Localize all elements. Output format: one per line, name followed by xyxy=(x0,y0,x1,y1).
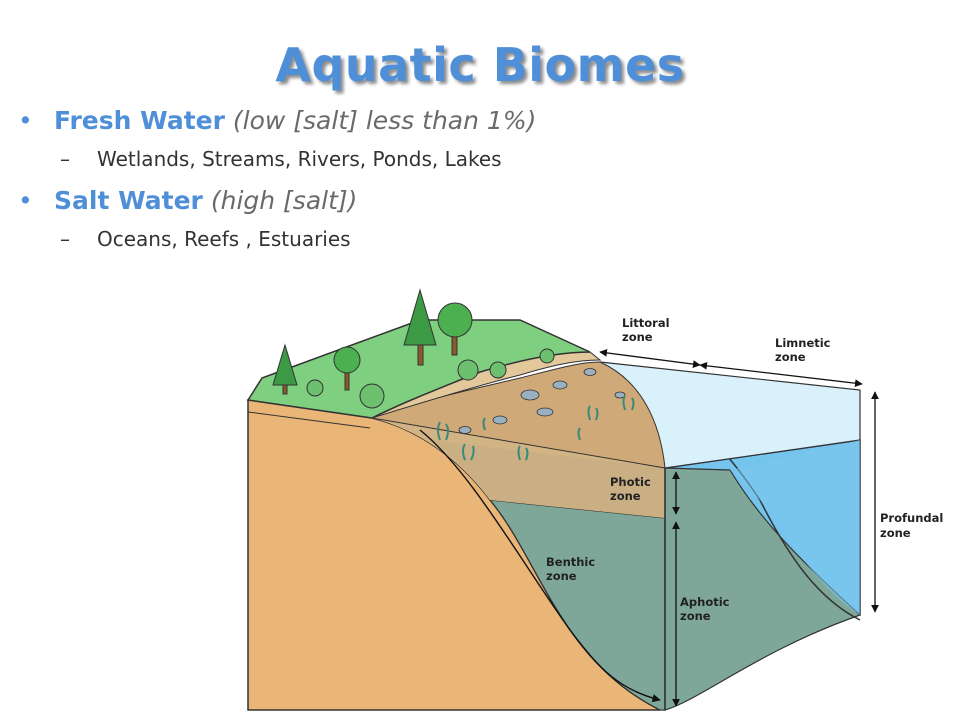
limnetic-strip xyxy=(730,440,860,615)
limnetic-arrow xyxy=(699,361,863,388)
fresh-water-label: Fresh Water xyxy=(54,106,225,135)
benthic-label: Benthic xyxy=(546,555,595,569)
littoral-arrow xyxy=(599,349,701,368)
sub-bullet-dash: – xyxy=(60,147,70,171)
slide-title: Aquatic Biomes xyxy=(275,38,685,92)
bullet-list: • Fresh Water (low [salt] less than 1%) … xyxy=(18,104,738,264)
bullet-salt-water: • Salt Water (high [salt]) xyxy=(18,184,738,218)
limnetic-label: Limnetic xyxy=(775,336,831,350)
aphotic-label: Aphotic xyxy=(680,595,730,609)
land-strata-line xyxy=(247,411,371,429)
fresh-water-examples: Wetlands, Streams, Rivers, Ponds, Lakes xyxy=(97,147,502,171)
bullet-dot: • xyxy=(18,106,33,135)
littoral-label: Littoral xyxy=(622,316,670,330)
zone-labels: Littoral zone Limnetic zone Photic zone … xyxy=(546,316,943,623)
benthic-path xyxy=(419,429,661,703)
bullet-dot: • xyxy=(18,186,33,215)
sub-bullet-dash: – xyxy=(60,227,70,251)
photic-label-zone: zone xyxy=(610,489,641,503)
profundal-label: Profundal xyxy=(880,511,943,525)
photic-water-front-shade xyxy=(430,440,665,518)
trees xyxy=(272,288,555,409)
sub-bullet-salt-water: – Oceans, Reefs , Estuaries xyxy=(18,224,738,254)
salt-water-note: (high [salt]) xyxy=(210,186,358,215)
littoral-plants xyxy=(437,395,635,461)
limnetic-label-zone: zone xyxy=(775,350,806,364)
littoral-rocks xyxy=(458,368,626,434)
grass-top xyxy=(246,319,591,419)
fresh-water-note: (low [salt] less than 1%) xyxy=(232,106,537,135)
littoral-label-zone: zone xyxy=(622,330,653,344)
profundal-label-zone: zone xyxy=(880,526,911,540)
photic-label: Photic xyxy=(610,475,651,489)
benthic-label-zone: zone xyxy=(546,569,577,583)
salt-water-label: Salt Water xyxy=(54,186,203,215)
bullet-fresh-water: • Fresh Water (low [salt] less than 1%) xyxy=(18,104,738,138)
sub-bullet-fresh-water: – Wetlands, Streams, Rivers, Ponds, Lake… xyxy=(18,144,738,174)
salt-water-examples: Oceans, Reefs , Estuaries xyxy=(97,227,351,251)
aphotic-label-zone: zone xyxy=(680,609,711,623)
